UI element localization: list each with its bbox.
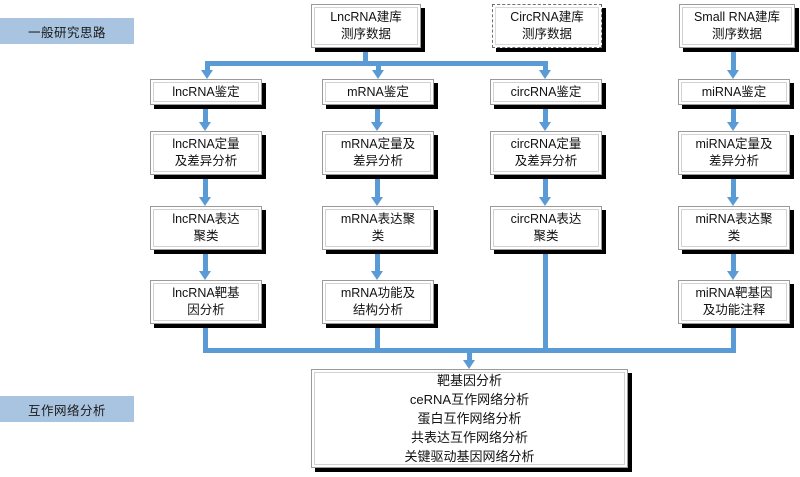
node-mrna-quant[interactable]: mRNA定量及 差异分析: [322, 131, 434, 175]
arrow-into-mrna-function: [371, 271, 383, 280]
node-lncrna-quant[interactable]: lncRNA定量 及差异分析: [150, 131, 262, 175]
node-lncrna-source[interactable]: LncRNA建库 测序数据: [311, 4, 421, 48]
connector-mrna-id-to-quant: [375, 105, 380, 123]
arrow-into-mirna-quant: [727, 122, 739, 131]
node-circrna-cluster[interactable]: circRNA表达 聚类: [490, 206, 602, 250]
arrow-into-lncrna-id: [201, 70, 213, 79]
arrow-into-lncrna-cluster: [199, 197, 211, 206]
arrow-into-lncrna-quant: [199, 122, 211, 131]
arrow-into-circrna-cluster: [539, 197, 551, 206]
arrow-into-mirna-target: [727, 271, 739, 280]
connector-mirna-id-to-quant: [731, 105, 736, 123]
node-circrna-source[interactable]: CircRNA建库 测序数据: [492, 4, 602, 48]
connector-lncrna-quant-to-cluster: [203, 175, 208, 198]
connector-branch-circrna: [543, 61, 548, 72]
connector-mrna-cluster-to-function: [375, 250, 380, 272]
node-lncrna-id[interactable]: lncRNA鉴定: [150, 79, 262, 105]
arrow-into-circrna-id: [539, 70, 551, 79]
connector-collector-to-summary: [467, 348, 472, 362]
connector-lncrna-target-drop: [203, 324, 208, 352]
arrow-into-mrna-cluster: [371, 197, 383, 206]
node-mirna-id[interactable]: miRNA鉴定: [678, 79, 790, 105]
node-network-analysis-summary[interactable]: 靶基因分析 ceRNA互作网络分析 蛋白互作网络分析 共表达互作网络分析 关键驱…: [311, 369, 628, 468]
connector-mrna-quant-to-cluster: [375, 175, 380, 198]
arrow-into-mrna-id: [372, 70, 384, 79]
connector-mirna-cluster-to-target: [731, 250, 736, 272]
connector-circrna-cluster-to-collector: [543, 250, 548, 352]
node-mirna-quant[interactable]: miRNA定量及 差异分析: [678, 131, 790, 175]
arrow-into-mrna-quant: [371, 122, 383, 131]
connector-branch-lncrna: [205, 61, 210, 72]
connector-mrna-function-drop: [375, 324, 380, 352]
node-lncrna-cluster[interactable]: lncRNA表达 聚类: [150, 206, 262, 250]
node-circrna-quant[interactable]: circRNA定量 及差异分析: [490, 131, 602, 175]
arrow-into-summary: [463, 360, 475, 369]
section-label-network: 互作网络分析: [0, 396, 134, 422]
node-circrna-id[interactable]: circRNA鉴定: [490, 79, 602, 105]
connector-circrna-quant-to-cluster: [543, 175, 548, 198]
arrow-into-mirna-id: [727, 70, 739, 79]
node-lncrna-target[interactable]: lncRNA靶基 因分析: [150, 280, 262, 324]
connector-lncrna-cluster-to-target: [203, 250, 208, 272]
connector-smallrna-source-stem: [731, 48, 736, 70]
arrow-into-mirna-cluster: [727, 197, 739, 206]
node-smallrna-source[interactable]: Small RNA建库 测序数据: [679, 4, 795, 48]
node-mirna-target[interactable]: miRNA靶基因 及功能注释: [678, 280, 790, 324]
arrow-into-circrna-quant: [539, 122, 551, 131]
connector-mirna-quant-to-cluster: [731, 175, 736, 198]
connector-lncrna-source-stem: [363, 48, 368, 64]
node-mrna-function[interactable]: mRNA功能及 结构分析: [322, 280, 434, 324]
arrow-into-lncrna-target: [199, 271, 211, 280]
node-mrna-cluster[interactable]: mRNA表达聚 类: [322, 206, 434, 250]
connector-lncrna-id-to-quant: [203, 105, 208, 123]
node-mrna-id[interactable]: mRNA鉴定: [322, 79, 434, 105]
section-label-general: 一般研究思路: [0, 18, 134, 44]
connector-circrna-id-to-quant: [543, 105, 548, 123]
node-mirna-cluster[interactable]: miRNA表达聚 类: [678, 206, 790, 250]
connector-branch-mrna: [376, 61, 381, 72]
connector-mirna-target-drop: [731, 324, 736, 352]
